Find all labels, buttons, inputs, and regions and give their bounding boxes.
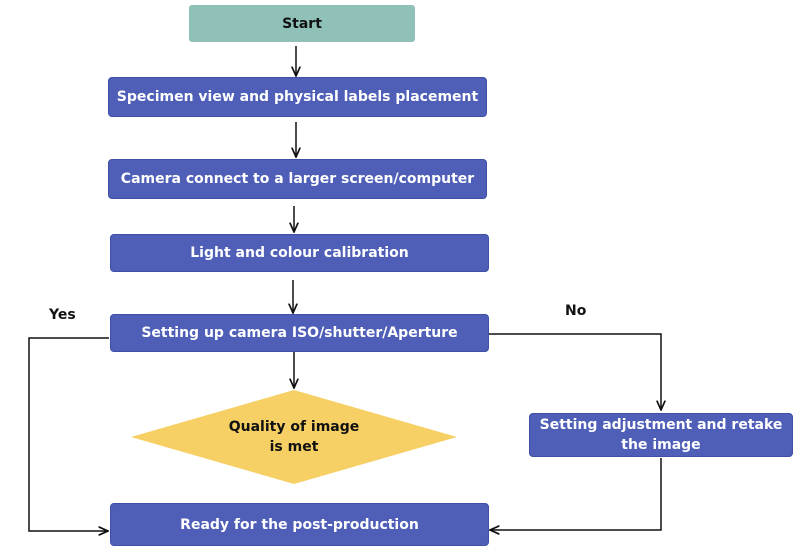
camera-connect-label: Camera connect to a larger screen/comput… xyxy=(120,171,475,187)
adjustment-retake-label-line2: the image xyxy=(621,437,701,453)
yes-label: Yes xyxy=(49,307,76,323)
start-node-label: Start xyxy=(282,15,322,32)
camera-settings-node: Setting up camera ISO/shutter/Aperture xyxy=(110,314,489,352)
calibration-label: Light and colour calibration xyxy=(190,245,409,261)
post-production-node: Ready for the post-production xyxy=(110,503,489,546)
camera-connect-node: Camera connect to a larger screen/comput… xyxy=(108,159,487,199)
decision-label: Quality of image is met xyxy=(194,417,394,457)
specimen-placement-label: Specimen view and physical labels placem… xyxy=(116,89,479,105)
no-label: No xyxy=(565,303,587,319)
adjustment-retake-node: Setting adjustment and retake the image xyxy=(529,413,793,457)
start-node: Start xyxy=(189,5,415,42)
arrow-adjustment-to-ready xyxy=(490,458,662,530)
arrow-no-path xyxy=(488,333,661,410)
specimen-placement-node: Specimen view and physical labels placem… xyxy=(108,77,487,117)
post-production-label: Ready for the post-production xyxy=(180,516,419,533)
decision-diamond xyxy=(131,390,457,484)
camera-settings-label: Setting up camera ISO/shutter/Aperture xyxy=(141,325,458,341)
adjustment-retake-label-line1: Setting adjustment and retake xyxy=(539,417,783,433)
arrow-yes-path xyxy=(28,337,109,531)
decision-label-line2: is met xyxy=(269,439,319,455)
decision-label-line1: Quality of image xyxy=(228,419,360,435)
calibration-node: Light and colour calibration xyxy=(110,234,489,272)
